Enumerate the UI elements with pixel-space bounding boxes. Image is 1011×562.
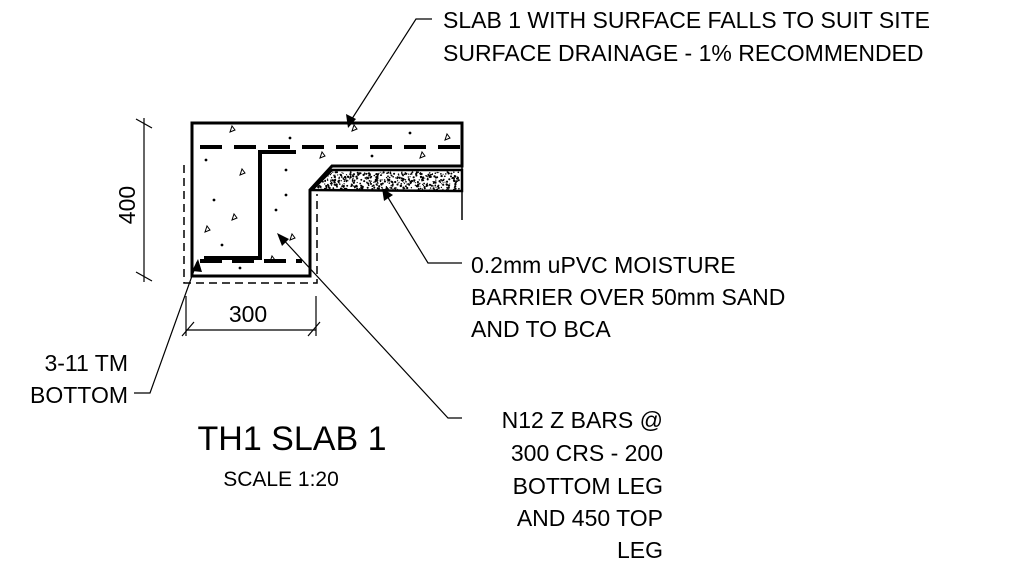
concrete-aggregate	[204, 123, 451, 270]
hidden-edge-line	[183, 165, 318, 284]
z-bars-arrowhead	[277, 233, 289, 246]
dimension-400	[135, 118, 153, 282]
slab-note-line-2: SURFACE DRAINAGE - 1% RECOMMENDED	[443, 40, 924, 66]
barrier-arrowhead	[382, 188, 393, 201]
z-bars-leader	[279, 235, 462, 419]
dimension-300-label: 300	[229, 301, 267, 327]
bars-note-line-5: LEG	[617, 537, 663, 562]
drawing-title: TH1 SLAB 1	[198, 420, 387, 458]
bars-note-line-3: BOTTOM LEG	[513, 473, 663, 499]
barrier-leader	[383, 190, 462, 264]
mesh-leader	[134, 261, 198, 394]
bars-note-line-1: N12 Z BARS @	[502, 407, 663, 433]
mesh-note-line-2: BOTTOM	[30, 382, 128, 408]
z-bar	[204, 150, 296, 260]
dimension-400-label: 400	[114, 186, 140, 224]
mesh-arrowhead	[192, 259, 202, 272]
barrier-note-line-2: BARRIER OVER 50mm SAND	[471, 284, 785, 310]
bars-note-line-4: AND 450 TOP	[517, 505, 663, 531]
drawing-scale: SCALE 1:20	[223, 468, 339, 491]
dimension-300	[181, 296, 321, 337]
barrier-note-line-3: AND TO BCA	[471, 316, 611, 342]
barrier-note-line-1: 0.2mm uPVC MOISTURE	[471, 252, 736, 278]
slab-note-line-1: SLAB 1 WITH SURFACE FALLS TO SUIT SITE	[443, 7, 930, 33]
mesh-note-line-1: 3-11 TM	[44, 350, 128, 376]
slab-note-leader	[347, 18, 432, 126]
slab-note-arrowhead	[346, 114, 356, 128]
bars-note-line-2: 300 CRS - 200	[511, 440, 663, 466]
sand-dots	[317, 171, 460, 191]
